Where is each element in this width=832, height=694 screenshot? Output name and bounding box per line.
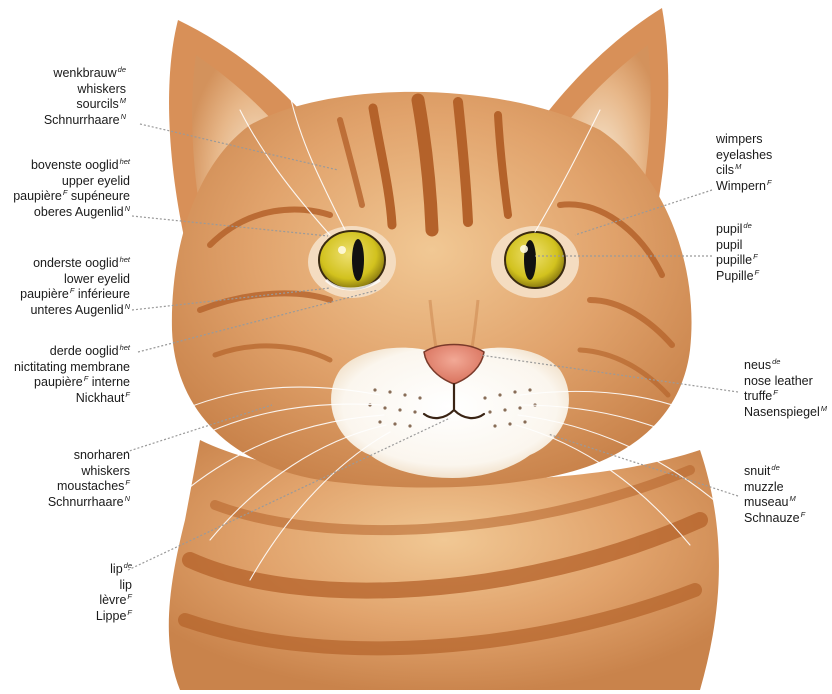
- label-pupil: pupilde pupil pupilleF PupilleF: [716, 222, 759, 284]
- label-line: whiskers: [44, 82, 126, 98]
- label-line: derde ooglidhet: [14, 344, 130, 360]
- label-line: SchnurrhaareN: [44, 113, 126, 129]
- label-line: muzzle: [744, 480, 805, 496]
- label-line: LippeF: [96, 609, 132, 625]
- label-line: lèvreF: [96, 593, 132, 609]
- label-line: lower eyelid: [20, 272, 130, 288]
- label-eyelashes: wimpers eyelashes cilsM WimpernF: [716, 132, 772, 194]
- label-line: eyelashes: [716, 148, 772, 164]
- label-line: wenkbrauwde: [44, 66, 126, 82]
- label-line: nose leather: [744, 374, 827, 390]
- label-line: unteres AugenlidN: [20, 303, 130, 319]
- label-line: cilsM: [716, 163, 772, 179]
- label-line: lip: [96, 578, 132, 594]
- label-line: lipde: [96, 562, 132, 578]
- label-line: paupièreF inférieure: [20, 287, 130, 303]
- label-line: sourcilsM: [44, 97, 126, 113]
- label-line: neusde: [744, 358, 827, 374]
- label-line: upper eyelid: [13, 174, 130, 190]
- label-line: wimpers: [716, 132, 772, 148]
- label-line: pupil: [716, 238, 759, 254]
- label-line: truffeF: [744, 389, 827, 405]
- right-eye-highlight: [520, 245, 528, 253]
- label-line: snuitde: [744, 464, 805, 480]
- left-eye-highlight: [338, 246, 346, 254]
- label-upper-eyelid: bovenste ooglidhet upper eyelid paupière…: [13, 158, 130, 220]
- label-line: paupièreF interne: [14, 375, 130, 391]
- label-lip: lipde lip lèvreF LippeF: [96, 562, 132, 624]
- label-line: WimpernF: [716, 179, 772, 195]
- label-line: oberes AugenlidN: [13, 205, 130, 221]
- label-whiskers: snorharen whiskers moustachesF Schnurrha…: [48, 448, 130, 510]
- label-line: onderste ooglidhet: [20, 256, 130, 272]
- label-line: pupilde: [716, 222, 759, 238]
- label-line: SchnurrhaareN: [48, 495, 130, 511]
- label-line: NasenspiegelM: [744, 405, 827, 421]
- label-line: NickhautF: [14, 391, 130, 407]
- label-line: whiskers: [48, 464, 130, 480]
- label-line: SchnauzeF: [744, 511, 805, 527]
- label-line: nictitating membrane: [14, 360, 130, 376]
- label-lower-eyelid: onderste ooglidhet lower eyelid paupière…: [20, 256, 130, 318]
- label-line: moustachesF: [48, 479, 130, 495]
- label-nose-leather: neusde nose leather truffeF Nasenspiegel…: [744, 358, 827, 420]
- label-line: bovenste ooglidhet: [13, 158, 130, 174]
- label-muzzle: snuitde muzzle museauM SchnauzeF: [744, 464, 805, 526]
- label-line: museauM: [744, 495, 805, 511]
- label-line: paupièreF supéneure: [13, 189, 130, 205]
- label-eyebrow: wenkbrauwde whiskers sourcilsM Schnurrha…: [44, 66, 126, 128]
- label-line: snorharen: [48, 448, 130, 464]
- label-line: PupilleF: [716, 269, 759, 285]
- left-pupil: [352, 239, 364, 281]
- label-third-eyelid: derde ooglidhet nictitating membrane pau…: [14, 344, 130, 406]
- label-line: pupilleF: [716, 253, 759, 269]
